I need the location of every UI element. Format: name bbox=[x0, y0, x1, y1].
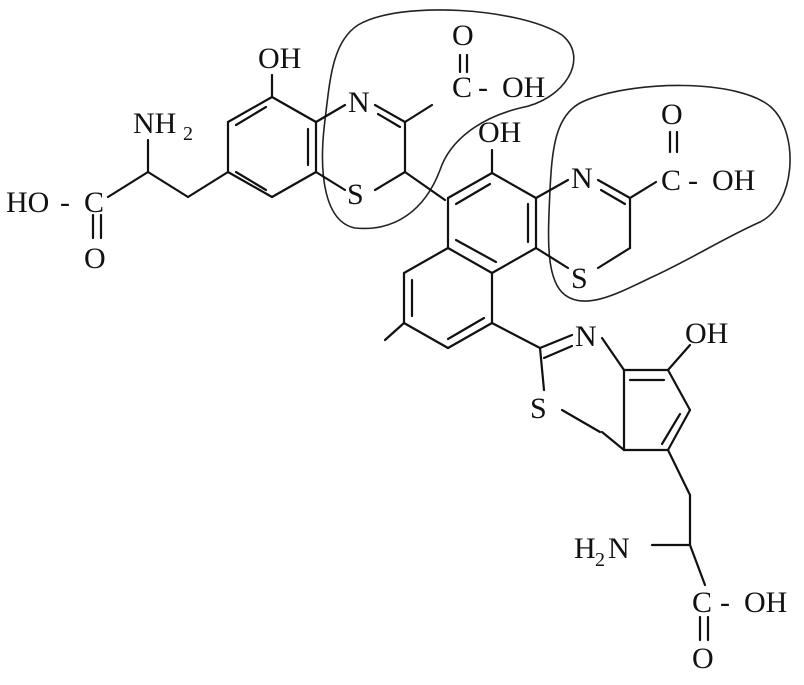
bond-oh-right bbox=[666, 343, 692, 372]
label-c-left: C bbox=[84, 186, 104, 219]
bond-ch-left bbox=[146, 170, 190, 199]
label-o-top: O bbox=[452, 19, 474, 52]
label-oh-left: OH bbox=[258, 42, 301, 75]
label-dash-top: - bbox=[478, 71, 488, 104]
label-s-right-thiazine: S bbox=[571, 262, 588, 295]
bond-cooh-right-thiazine bbox=[628, 180, 658, 200]
label-o-bottom: O bbox=[692, 642, 714, 675]
label-ho-left: HO bbox=[6, 186, 49, 219]
label-o-right: O bbox=[661, 98, 683, 131]
label-s-thiazole: S bbox=[530, 392, 547, 425]
right-thiazine-ring bbox=[534, 178, 632, 270]
bond-ch2-left bbox=[186, 170, 230, 199]
bond-cooh-right bbox=[688, 543, 707, 587]
naphthalene-ring-a bbox=[446, 171, 538, 275]
label-dash-right: - bbox=[688, 164, 698, 197]
label-oh-top: OH bbox=[502, 71, 545, 104]
label-h-sub-right: 2 bbox=[595, 549, 605, 571]
label-n-right-thiazine: N bbox=[571, 162, 593, 195]
bond-naph-thiazole bbox=[490, 321, 542, 350]
label-o-left: O bbox=[84, 242, 106, 275]
bond-methyl-naph bbox=[383, 321, 406, 342]
label-oh-right: OH bbox=[685, 317, 728, 350]
bond-thiazine-naph bbox=[403, 170, 447, 202]
label-oh-right-cooh: OH bbox=[712, 164, 755, 197]
label-c-top: C bbox=[452, 71, 472, 104]
bond-cooh-left bbox=[106, 170, 150, 199]
label-n-thiazole: N bbox=[575, 320, 597, 353]
label-n-amine-right: N bbox=[608, 532, 630, 565]
left-benzene-ring bbox=[226, 95, 318, 199]
label-oh-naph: OH bbox=[478, 116, 521, 149]
label-c-right: C bbox=[661, 164, 681, 197]
label-oh-bottom: OH bbox=[744, 586, 787, 619]
label-dash-bottom: - bbox=[720, 586, 730, 619]
right-benzene-ring bbox=[600, 368, 692, 452]
naphthalene-ring-b bbox=[402, 246, 494, 350]
left-thiazine-ring bbox=[314, 103, 407, 192]
label-s-left-thiazine: S bbox=[347, 178, 364, 211]
label-nh-left: NH bbox=[133, 107, 176, 140]
bond-cooh-left-thiazine bbox=[403, 103, 434, 124]
label-n-left-thiazine: N bbox=[348, 86, 370, 119]
bond-ch2-right bbox=[666, 448, 692, 497]
label-h-right: H bbox=[574, 532, 596, 565]
label-nh-sub-left: 2 bbox=[183, 123, 193, 145]
thiazole-ring bbox=[538, 333, 626, 434]
highlight-loop-left bbox=[321, 9, 575, 230]
label-c-bottom: C bbox=[692, 586, 712, 619]
label-dash-left: - bbox=[60, 186, 70, 219]
